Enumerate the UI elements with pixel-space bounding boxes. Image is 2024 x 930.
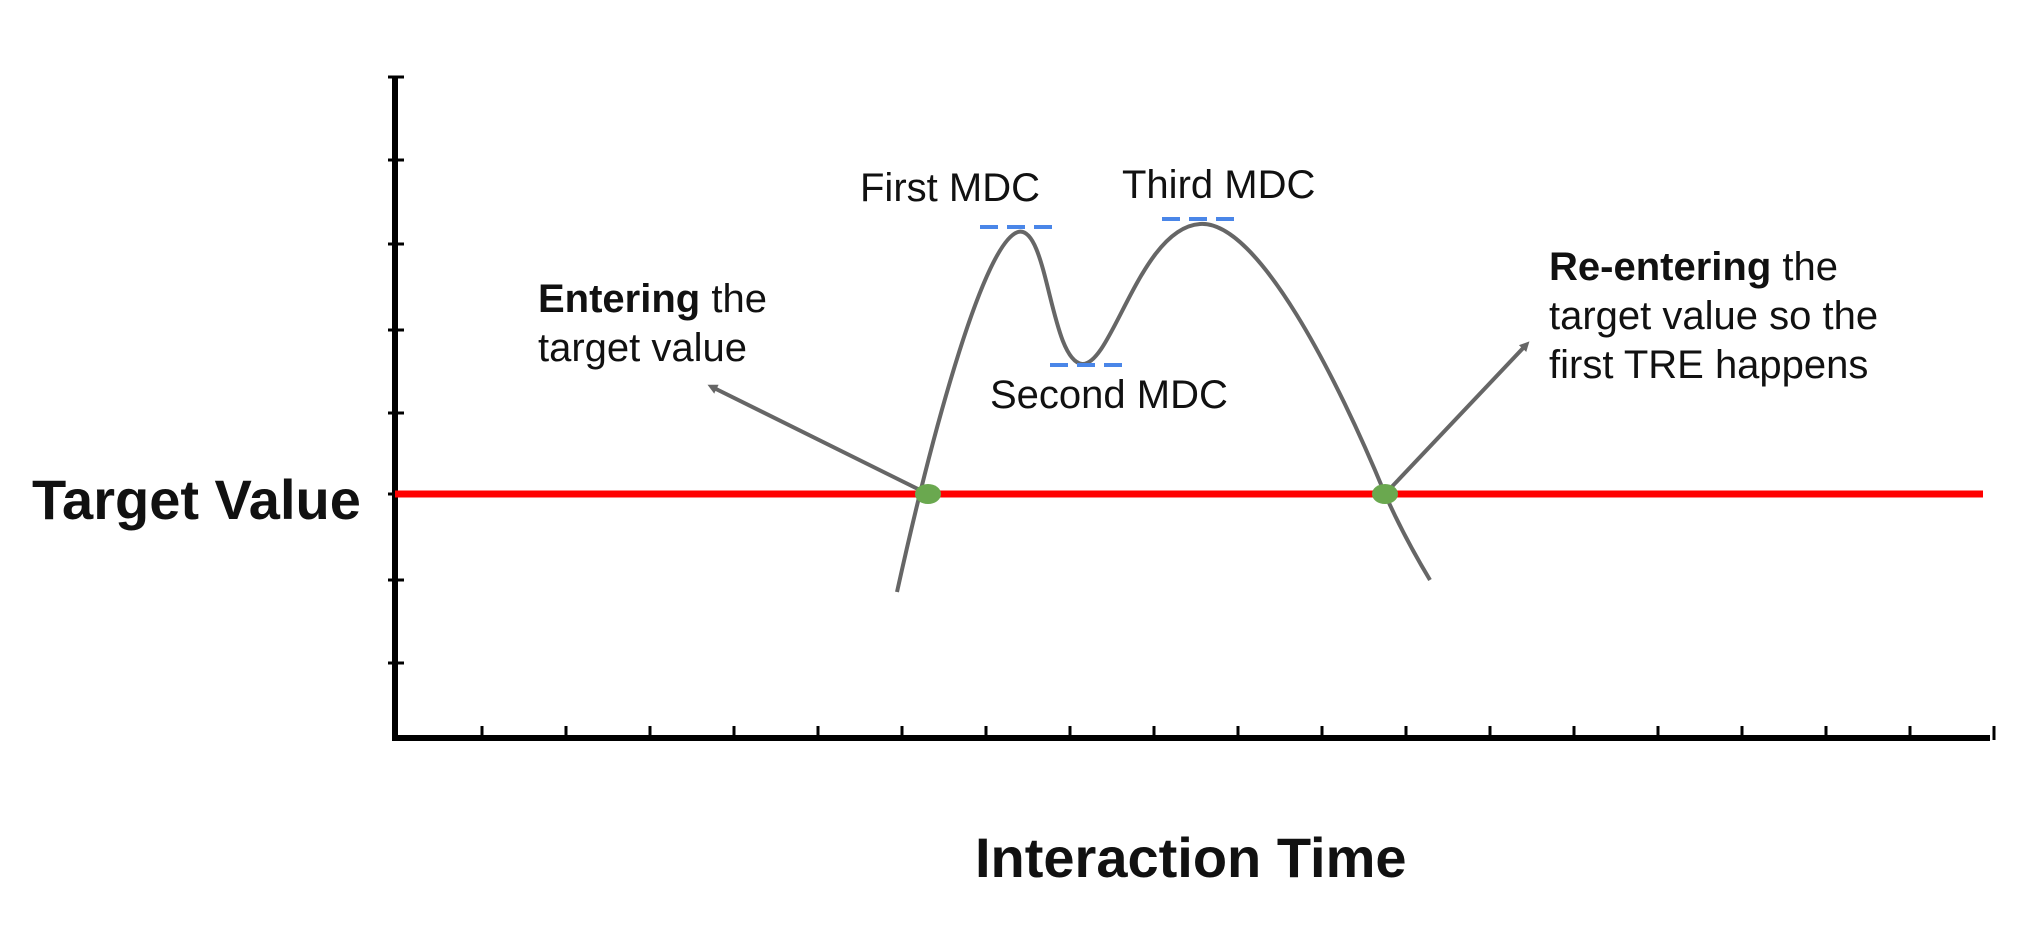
reentering-annotation-rest: the — [1771, 245, 1838, 289]
reentering-arrow — [1383, 341, 1530, 496]
x-axis-ticks — [480, 726, 1996, 740]
entering-arrow — [707, 384, 929, 496]
x-axis-label: Interaction Time — [975, 826, 1407, 889]
reentering-annotation-line2: target value so the — [1549, 294, 1878, 338]
first-mdc-label: First MDC — [860, 166, 1040, 210]
entering-point — [915, 484, 941, 504]
reentering-annotation-line3: first TRE happens — [1549, 343, 1868, 387]
third-mdc-label: Third MDC — [1122, 163, 1315, 207]
entering-annotation-rest: the — [700, 277, 767, 321]
axes — [388, 75, 1996, 741]
entering-annotation-line2: target value — [538, 326, 747, 370]
reentering-annotation-bold: Re-entering — [1549, 245, 1771, 289]
entering-annotation: Entering the — [538, 277, 767, 321]
entering-annotation-bold: Entering — [538, 277, 700, 321]
reentering-annotation: Re-entering the — [1549, 245, 1838, 289]
value-curve — [895, 221, 1432, 593]
y-axis-label: Target Value — [32, 468, 361, 531]
reentering-point — [1372, 484, 1398, 504]
y-axis-ticks — [388, 75, 404, 665]
second-mdc-label: Second MDC — [990, 373, 1228, 417]
